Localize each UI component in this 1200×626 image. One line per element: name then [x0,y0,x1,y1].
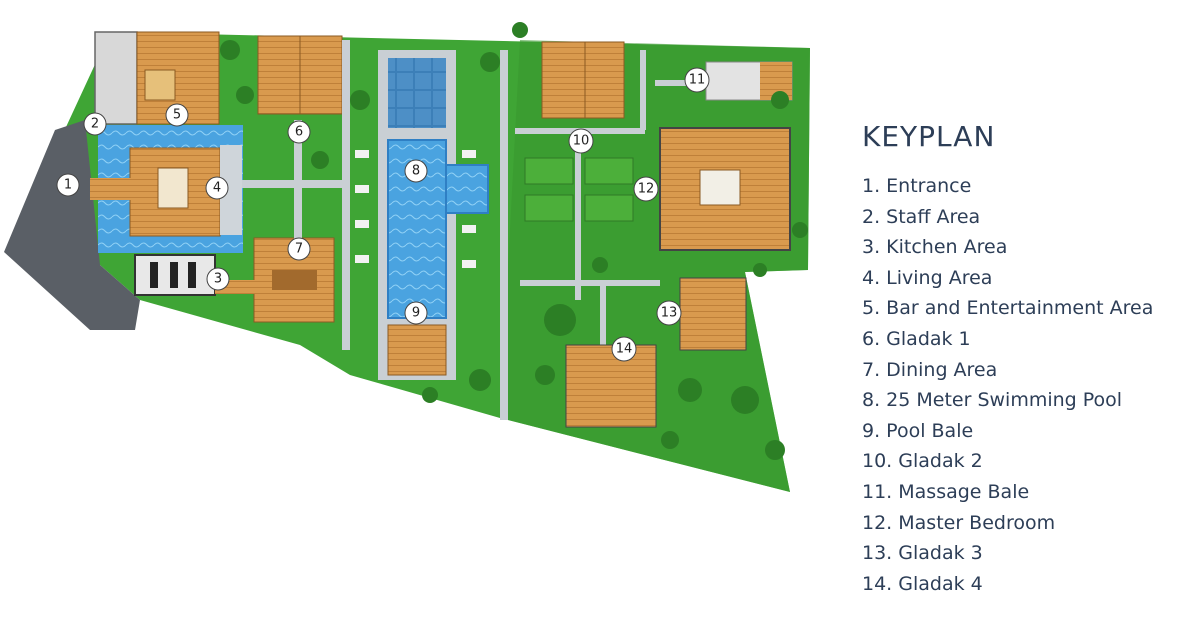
keyplan-item: 11. Massage Bale [862,480,1030,503]
driveway [4,120,140,330]
staff-area [94,31,138,125]
svg-text:9: 9 [412,306,420,321]
marker-6[interactable]: 6 [287,120,311,144]
keyplan-item: 10. Gladak 2 [862,450,983,473]
marker-2[interactable]: 2 [83,112,107,136]
entrance-bridge [90,178,132,200]
marker-11[interactable]: 11 [684,67,710,93]
marker-12[interactable]: 12 [633,176,659,202]
svg-text:7: 7 [295,242,303,257]
svg-text:8: 8 [412,164,420,179]
keyplan-item: 12. Master Bedroom [862,511,1056,534]
pool-bale [387,324,447,376]
marker-5[interactable]: 5 [165,103,189,127]
keyplan-item: 5. Bar and Entertainment Area [862,297,1154,320]
svg-text:11: 11 [689,73,706,88]
keyplan-item: 9. Pool Bale [862,419,974,442]
svg-text:12: 12 [638,182,655,197]
keyplan-item: 2. Staff Area [862,205,981,228]
marker-13[interactable]: 13 [656,300,682,326]
svg-text:2: 2 [91,117,99,132]
marker-7[interactable]: 7 [287,237,311,261]
svg-text:4: 4 [213,181,221,196]
keyplan-item: 4. Living Area [862,266,993,289]
keyplan-title: KEYPLAN [862,120,996,153]
svg-text:14: 14 [616,342,633,357]
keyplan-item: 14. Gladak 4 [862,572,983,595]
svg-text:3: 3 [214,272,222,287]
sun-loungers [355,150,476,268]
gladak-3 [679,277,747,351]
marker-1[interactable]: 1 [56,173,80,197]
gladak-4 [565,344,657,428]
planting-beds [524,157,634,222]
keyplan-item: 8. 25 Meter Swimming Pool [862,389,1123,412]
keyplan-item: 13. Gladak 3 [862,542,983,565]
svg-text:1: 1 [64,178,72,193]
plunge-pool [388,58,446,128]
keyplan-item: 1. Entrance [862,175,972,197]
marker-9[interactable]: 9 [404,301,428,325]
svg-text:13: 13 [661,306,678,321]
keyplan-legend: KEYPLAN 1. Entrance 2. Staff Area 3. Kit… [862,120,1153,599]
marker-10[interactable]: 10 [568,128,594,154]
keyplan-item: 7. Dining Area [862,358,998,381]
marker-3[interactable]: 3 [206,267,230,291]
marker-8[interactable]: 8 [404,159,428,183]
villa-site-plan: 1 2 3 4 5 6 7 8 9 10 11 12 13 14 [4,22,810,492]
keyplan-item: 3. Kitchen Area [862,236,1008,259]
svg-text:6: 6 [295,125,303,140]
keyplan-item: 6. Gladak 1 [862,327,971,350]
pool-step [445,164,489,214]
marker-14[interactable]: 14 [611,336,637,362]
keyplan-list: 1. Entrance 2. Staff Area 3. Kitchen Are… [862,171,1153,599]
marker-4[interactable]: 4 [205,176,229,200]
location-markers: 1 2 3 4 5 6 7 8 9 10 11 12 13 14 [56,67,710,362]
svg-text:10: 10 [573,134,590,149]
svg-text:5: 5 [173,108,181,123]
trees [220,22,808,460]
gladak-2 [541,41,625,119]
